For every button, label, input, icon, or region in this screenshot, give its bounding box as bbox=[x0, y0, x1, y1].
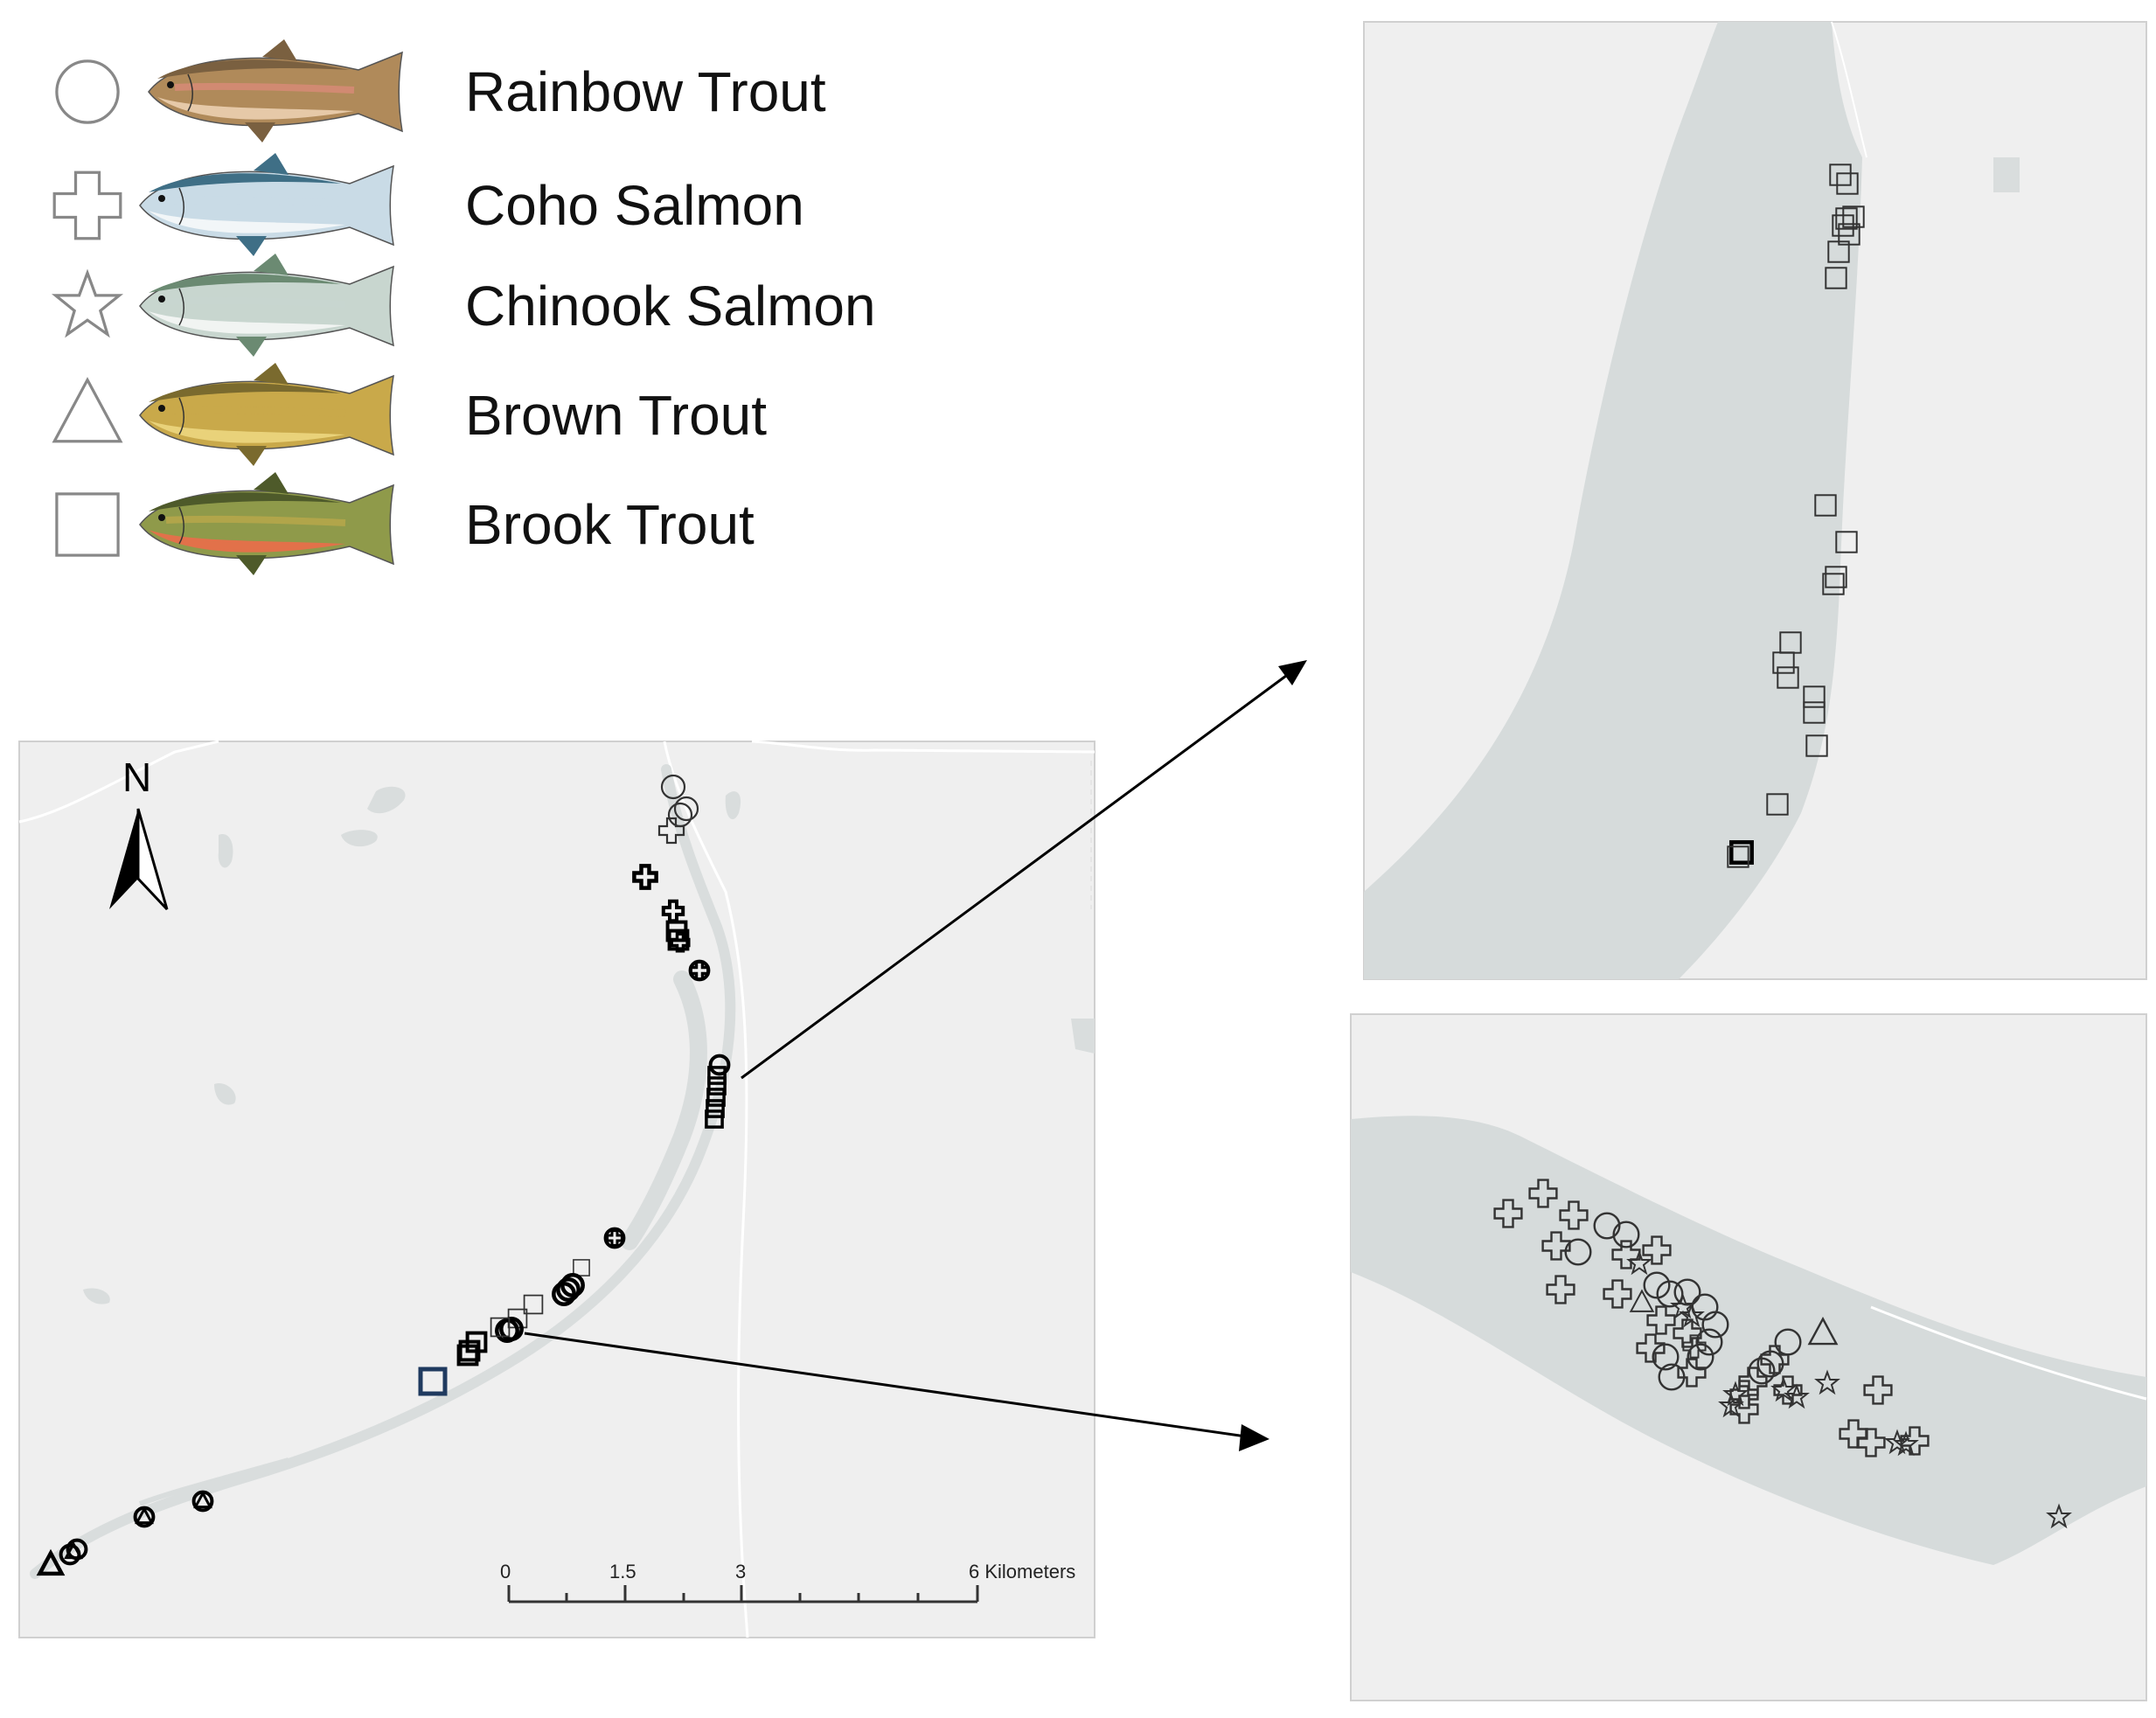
inset-top-river bbox=[1364, 22, 1862, 979]
fish-icon bbox=[139, 254, 394, 357]
legend-cross-icon bbox=[52, 170, 122, 240]
inset-top-building bbox=[1993, 157, 2020, 192]
road-line bbox=[18, 740, 219, 824]
river bbox=[621, 970, 707, 1250]
scale-tick-1-5: 1.5 bbox=[609, 1561, 636, 1582]
legend-item: Rainbow Trout bbox=[55, 39, 826, 143]
highlight-square bbox=[418, 1367, 448, 1396]
arrowhead-bottom bbox=[1239, 1424, 1269, 1451]
zoom-arrows bbox=[524, 660, 1307, 1451]
north-arrow-icon bbox=[109, 809, 138, 909]
legend-square-icon bbox=[55, 492, 120, 557]
legend-item: Brook Trout bbox=[55, 472, 755, 575]
scale-bar: 0 1.5 3 6 Kilometers bbox=[500, 1561, 1075, 1603]
river bbox=[138, 1457, 289, 1506]
lake bbox=[367, 786, 406, 814]
arrowhead-top bbox=[1278, 660, 1307, 685]
arrow-to-top-inset bbox=[741, 671, 1290, 1080]
lake bbox=[1071, 1019, 1095, 1054]
scale-end-label: 6 Kilometers bbox=[969, 1561, 1075, 1582]
legend-label: Rainbow Trout bbox=[465, 60, 826, 123]
lake bbox=[725, 791, 741, 820]
legend-label: Brown Trout bbox=[465, 384, 767, 447]
road-line bbox=[663, 741, 749, 1638]
fish-icon bbox=[139, 472, 394, 575]
lake bbox=[341, 830, 378, 847]
legend-label: Coho Salmon bbox=[465, 174, 804, 237]
inset-bottom-map bbox=[1350, 1013, 2147, 1701]
arrow-to-bottom-inset bbox=[524, 1332, 1247, 1438]
main-map: N 0 1.5 3 6 Kilometers bbox=[18, 740, 1095, 1638]
legend-label: Chinook Salmon bbox=[465, 275, 876, 337]
river bbox=[30, 764, 736, 1579]
legend-circle-icon bbox=[55, 59, 120, 124]
fish-icon bbox=[139, 363, 394, 466]
inset-top-map bbox=[1363, 21, 2147, 980]
lake bbox=[214, 1083, 236, 1105]
legend-label: Brook Trout bbox=[465, 493, 755, 556]
legend-item: Brown Trout bbox=[52, 363, 767, 466]
road-line bbox=[751, 740, 1095, 754]
north-arrow: N bbox=[109, 755, 169, 911]
scale-tick-0: 0 bbox=[500, 1561, 511, 1582]
fish-icon bbox=[139, 153, 394, 256]
legend-item: Coho Salmon bbox=[52, 153, 804, 256]
legend-triangle-icon bbox=[52, 378, 122, 443]
north-label: N bbox=[122, 755, 151, 800]
legend-star-icon bbox=[53, 271, 122, 337]
lake bbox=[83, 1288, 110, 1304]
inset-bottom-river bbox=[1351, 1116, 2146, 1565]
legend-item: Chinook Salmon bbox=[53, 254, 876, 357]
scale-tick-3: 3 bbox=[735, 1561, 746, 1582]
fish-icon bbox=[148, 39, 403, 143]
lake bbox=[218, 834, 233, 868]
